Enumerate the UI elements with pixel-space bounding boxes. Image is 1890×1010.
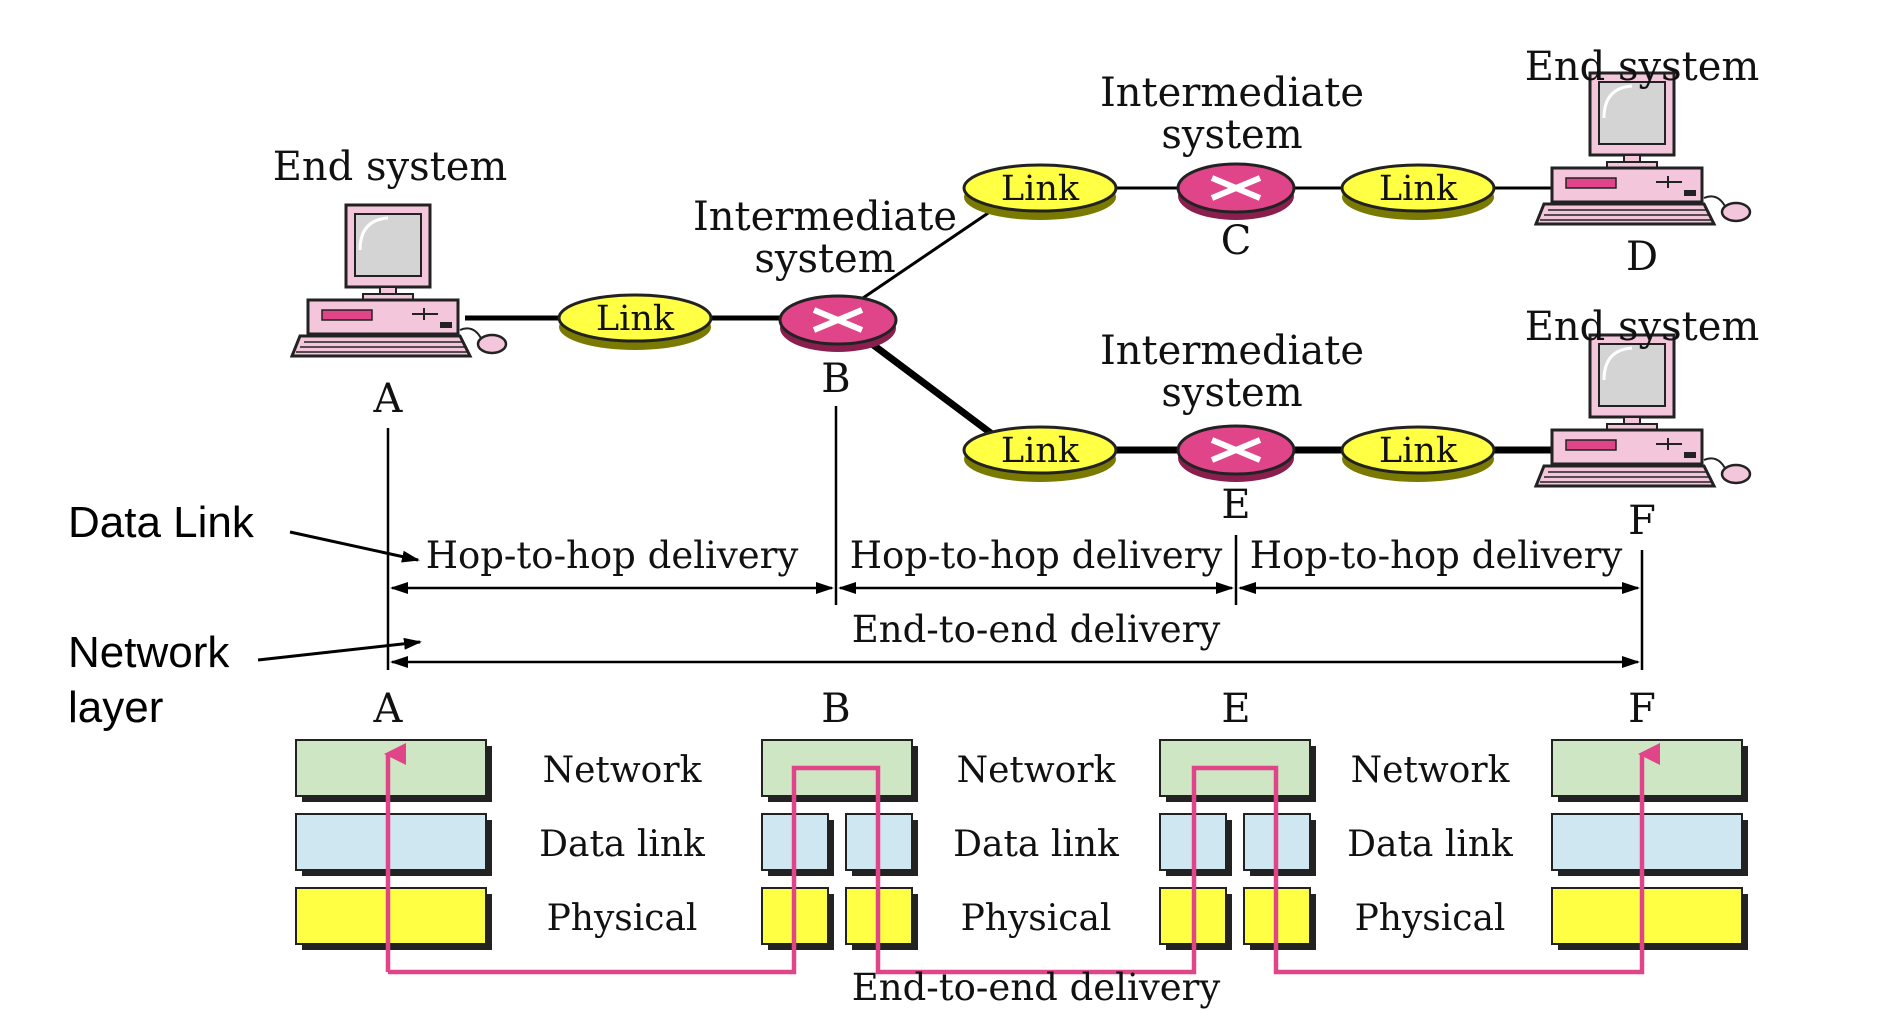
router-icon: [780, 296, 896, 352]
node-d-label: D: [1626, 234, 1658, 280]
layer-label-data-link: Data link: [539, 824, 706, 865]
data-link-side-label: Data Link: [68, 498, 255, 547]
end-system-a-label: End system: [273, 144, 508, 190]
bottom-node-a: A: [373, 686, 404, 732]
node-c-label: C: [1221, 218, 1252, 264]
intermediate-c-label-1: Intermediate: [1100, 70, 1364, 116]
bottom-node-b: B: [821, 686, 850, 732]
intermediate-b-label-2: system: [754, 236, 895, 282]
link-oval: Link: [1340, 425, 1496, 482]
link-label: Link: [596, 299, 675, 339]
layer-label-physical: Physical: [547, 898, 698, 939]
link-label: Link: [1001, 169, 1080, 209]
computer-icon: [290, 203, 508, 358]
layer-label-network: Network: [543, 750, 703, 791]
intermediate-b-label-1: Intermediate: [693, 194, 957, 240]
link-label: Link: [1379, 169, 1458, 209]
network-pointer: [257, 637, 422, 662]
node-f-label: F: [1628, 498, 1656, 544]
node-b-label: B: [821, 356, 850, 402]
layer-label-network: Network: [957, 750, 1117, 791]
hop-label-3: Hop-to-hop delivery: [1250, 534, 1623, 577]
end-system-f-label: End system: [1525, 304, 1760, 350]
hop-label-2: Hop-to-hop delivery: [850, 534, 1223, 577]
layer-label-data-link: Data link: [1347, 824, 1514, 865]
computer-icon: [1534, 333, 1752, 488]
hop-label-1: Hop-to-hop delivery: [426, 534, 799, 577]
node-e-label: E: [1221, 482, 1250, 528]
link-oval: Link: [1340, 163, 1496, 220]
end-to-end-label: End-to-end delivery: [852, 608, 1221, 651]
network-side-label-1: Network: [68, 628, 230, 677]
layer-label-network: Network: [1351, 750, 1511, 791]
wire-b-link2: [859, 203, 1001, 302]
bottom-node-f: F: [1628, 686, 1656, 732]
stack-f: [1551, 739, 1748, 950]
layer-label-physical: Physical: [1355, 898, 1506, 939]
stack-b: [761, 739, 918, 950]
link-label: Link: [1001, 431, 1080, 471]
wire-b-link4: [857, 332, 1003, 443]
end-system-d-label: End system: [1525, 44, 1760, 90]
router-icon: [1178, 164, 1294, 220]
link-oval: Link: [557, 293, 713, 350]
end-to-end-bottom-label: End-to-end delivery: [852, 966, 1221, 1009]
intermediate-e-label-1: Intermediate: [1100, 328, 1364, 374]
data-link-pointer: [289, 530, 420, 563]
router-icon: [1178, 426, 1294, 482]
layer-label-physical: Physical: [961, 898, 1112, 939]
link-oval: Link: [962, 163, 1118, 220]
stack-e: [1159, 739, 1316, 950]
computer-icon: [1534, 71, 1752, 226]
intermediate-c-label-2: system: [1161, 112, 1302, 158]
stack-a: [295, 739, 492, 950]
node-a-label: A: [373, 376, 404, 422]
end-to-end-path: [388, 743, 1660, 975]
bottom-node-e: E: [1221, 686, 1250, 732]
link-label: Link: [1379, 431, 1458, 471]
link-oval: Link: [962, 425, 1118, 482]
layer-label-data-link: Data link: [953, 824, 1120, 865]
network-side-label-2: layer: [68, 683, 163, 732]
intermediate-e-label-2: system: [1161, 370, 1302, 416]
